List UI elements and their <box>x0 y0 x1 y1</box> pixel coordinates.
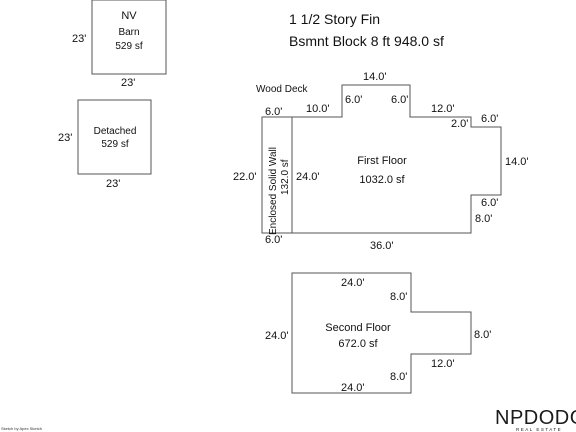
first-floor-dim-step-a: 2.0' <box>451 118 468 130</box>
second-floor-name: Second Floor <box>325 322 391 334</box>
first-floor-dim-top-left: 10.0' <box>306 103 330 115</box>
first-floor-area: 1032.0 sf <box>359 174 405 186</box>
logo-sub-text: REAL ESTATE <box>516 427 562 432</box>
second-floor-dim-left: 24.0' <box>265 330 289 342</box>
first-floor-dim-right: 14.0' <box>505 156 529 168</box>
first-floor-dim-bump-top: 14.0' <box>363 71 387 83</box>
second-floor-dim-bottom: 24.0' <box>341 382 365 394</box>
barn-code: NV <box>121 10 137 22</box>
basement-label: Bsmnt Block 8 ft 948.0 sf <box>289 33 444 49</box>
story-type-label: 1 1/2 Story Fin <box>289 11 380 27</box>
sketch-credit: Sketch by Apex Sketch <box>1 426 42 431</box>
barn-name: Barn <box>118 27 139 38</box>
detached-area: 529 sf <box>101 139 128 150</box>
first-floor-dim-bottom: 36.0' <box>370 240 394 252</box>
detached-outbuilding: Detached 529 sf 23' 23' <box>58 99 152 190</box>
sketch-header: 1 1/2 Story Fin Bsmnt Block 8 ft 948.0 s… <box>289 11 444 49</box>
first-floor-dim-bump-right: 6.0' <box>391 94 408 106</box>
first-floor-name: First Floor <box>357 155 407 167</box>
logo-main-text: NPDODGE <box>495 407 576 429</box>
barn-dim-left: 23' <box>72 33 86 45</box>
first-floor: First Floor 1032.0 sf 10.0' 14.0' 6.0' 6… <box>291 71 529 252</box>
second-floor-area: 672.0 sf <box>338 338 378 350</box>
second-floor-outline <box>291 272 472 394</box>
detached-name: Detached <box>94 126 137 137</box>
second-floor-dim-lower-notch: 8.0' <box>390 371 407 383</box>
first-floor-dim-top-right: 12.0' <box>431 103 455 115</box>
wood-deck-label: Wood Deck <box>256 84 309 95</box>
barn-outline <box>91 0 167 75</box>
first-floor-dim-bump-left: 6.0' <box>345 94 362 106</box>
second-floor-dim-upper-notch: 8.0' <box>390 291 407 303</box>
np-dodge-logo: NPDODGE REAL ESTATE <box>495 407 576 432</box>
enclosed-dim-top: 6.0' <box>265 106 282 118</box>
enclosed-wall-name: Enclosed Solid Wall <box>268 147 279 235</box>
second-floor: Second Floor 672.0 sf 24.0' 8.0' 8.0' 12… <box>265 272 491 394</box>
first-floor-dim-step-b: 6.0' <box>481 113 498 125</box>
enclosed-dim-left: 22.0' <box>233 171 257 183</box>
first-floor-dim-inner-left: 24.0' <box>296 171 320 183</box>
enclosed-solid-wall: Enclosed Solid Wall 132.0 sf 6.0' 22.0' … <box>233 106 293 246</box>
enclosed-wall-area: 132.0 sf <box>280 159 291 195</box>
barn-dim-bottom: 23' <box>121 77 135 89</box>
barn-outbuilding: NV Barn 529 sf 23' 23' <box>72 0 167 89</box>
detached-outline <box>77 99 152 175</box>
detached-dim-left: 23' <box>58 132 72 144</box>
second-floor-dim-right: 8.0' <box>474 329 491 341</box>
enclosed-dim-bottom: 6.0' <box>265 234 282 246</box>
second-floor-dim-top: 24.0' <box>341 277 365 289</box>
first-floor-dim-lower-right: 8.0' <box>475 213 492 225</box>
second-floor-dim-lower-ledge: 12.0' <box>431 358 455 370</box>
detached-dim-bottom: 23' <box>106 178 120 190</box>
barn-area: 529 sf <box>115 41 142 52</box>
first-floor-outline <box>291 84 502 234</box>
first-floor-dim-lower-step: 6.0' <box>481 197 498 209</box>
